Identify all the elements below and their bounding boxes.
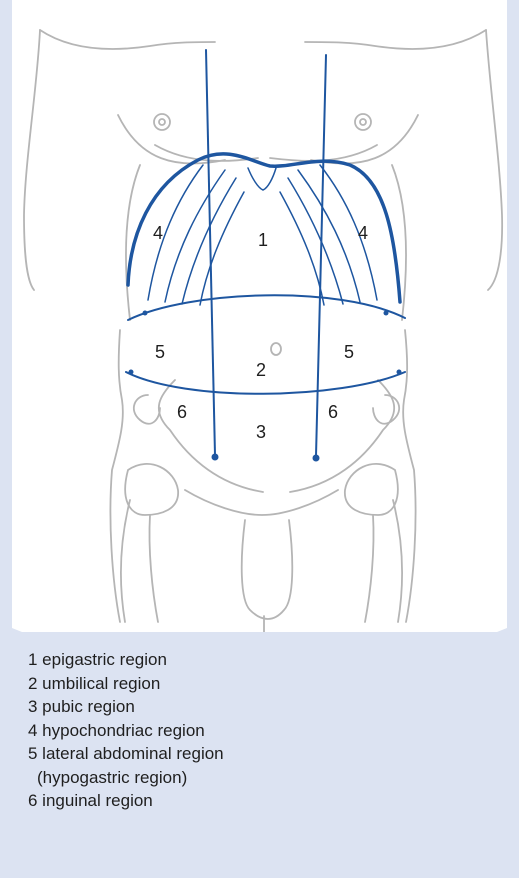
illustration-panel [12,0,507,632]
legend-item-epigastric: 1 epigastric region [28,648,224,672]
label-right-hypochondriac-region: 4 [358,223,368,243]
label-epigastric-region: 1 [258,230,268,250]
region-legend: 1 epigastric region 2 umbilical region 3… [28,648,224,813]
legend-item-lateral-abdominal: 5 lateral abdominal region [28,742,224,766]
label-umbilical-region: 2 [256,360,266,380]
legend-item-inguinal: 6 inguinal region [28,789,224,813]
torso-illustration: 1 2 3 4 4 5 5 6 6 [12,0,507,632]
legend-item-hypochondriac: 4 hypochondriac region [28,719,224,743]
label-left-lateral-region: 5 [155,342,165,362]
label-left-inguinal-region: 6 [177,402,187,422]
label-right-lateral-region: 5 [344,342,354,362]
label-right-inguinal-region: 6 [328,402,338,422]
legend-item-pubic: 3 pubic region [28,695,224,719]
legend-item-umbilical: 2 umbilical region [28,672,224,696]
legend-item-hypogastric-note: (hypogastric region) [28,766,224,790]
label-pubic-region: 3 [256,422,266,442]
label-left-hypochondriac-region: 4 [153,223,163,243]
